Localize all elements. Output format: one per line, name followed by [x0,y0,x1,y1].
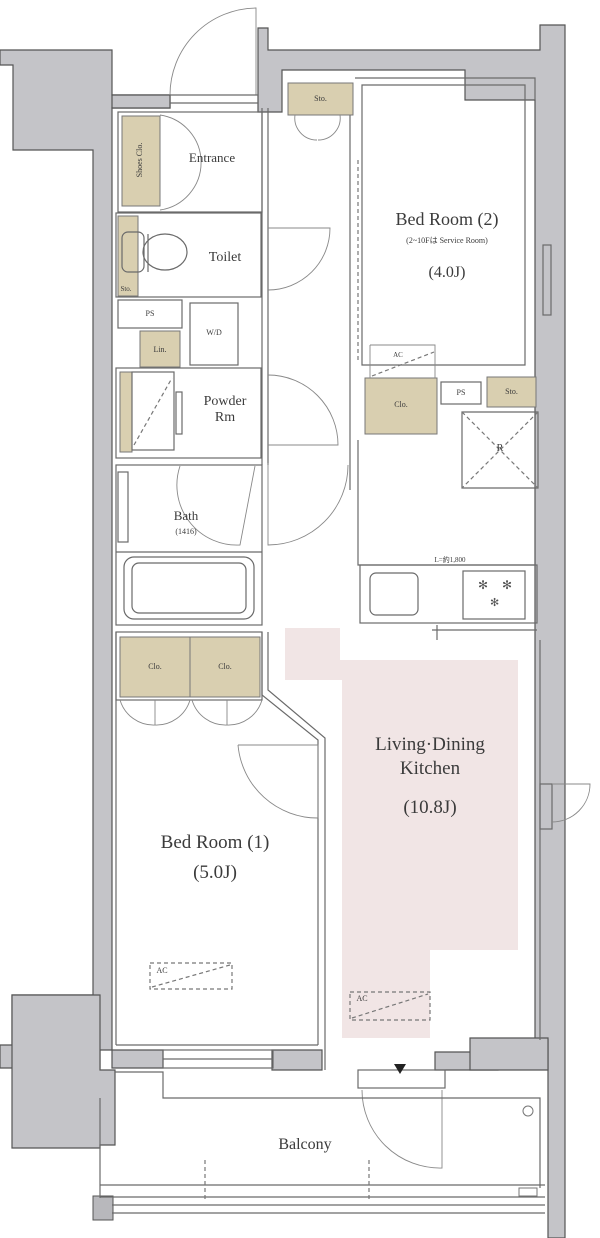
door-swing-icon [361,1089,443,1169]
bath-size-label: (1416) [175,527,197,536]
door-swing-icon [176,465,256,546]
ldk-size: (10.8J) [403,797,457,818]
entrance-label: Entrance [188,150,236,165]
closet [119,371,133,453]
door-swing-icon [169,7,257,96]
closet-bath-2-label: Clo. [218,662,232,671]
wd-label: W/D [206,328,222,337]
ps-right-label: PS [456,388,466,397]
door-swing-icon [267,463,349,546]
ps-left-label: PS [145,309,155,318]
refrigerator-label: R [496,443,504,454]
bath-label: Bath [173,508,199,523]
powder-room-label: Powder Rm [182,394,268,426]
door-swing-icon [267,227,331,291]
door-swing-icon [369,344,436,378]
bathtub-icon [123,556,255,620]
svg-text:✻: ✻ [490,597,499,609]
column-balcony [92,1195,114,1221]
closet [139,330,181,368]
closet [189,636,261,698]
shoes-closet-label: Shoes Clo. [135,142,144,178]
kitchen-counter [359,564,538,624]
ldk-label-line2: Kitchen [399,758,461,779]
linen-label: Lin. [153,345,167,354]
closet [364,377,438,435]
door-swing-icon [237,744,319,819]
svg-text:✻: ✻ [478,578,488,592]
closet [287,82,354,116]
door-swing-icon [294,114,341,141]
powder-room-line2: Rm [214,410,236,425]
ldk-highlight [285,628,518,1038]
toilet-storage-label: Sto. [120,285,132,293]
closet [121,115,161,207]
door-swing-icon [551,783,591,823]
toilet-fixture-icon [121,231,145,273]
wall-bottom-right-block [271,1049,323,1071]
closet [119,636,191,698]
kitchen-counter-label: L=約1,800 [434,556,466,564]
svg-text:✻: ✻ [502,578,512,592]
bedroom2-size: (4.0J) [428,264,466,281]
wall-bottom-mid [111,1049,164,1069]
powder-room-line1: Powder [203,394,247,409]
ldk-ac-label: AC [356,994,368,1003]
door-swing-icon [119,699,263,726]
storage-right-label: Sto. [505,387,518,396]
door-swing-icon [267,374,339,446]
closet-bath-1-label: Clo. [148,662,162,671]
wall-bottom-left [11,994,116,1149]
wall-left-top [111,94,171,109]
bedroom2-note: (2~10Fは Service Room) [406,236,488,245]
drain-circle-icon [522,1105,534,1117]
bedroom2-closet-label: Clo. [394,400,408,409]
balcony-label: Balcony [278,1136,332,1153]
toilet-label: Toilet [208,250,242,265]
storage-top-label: Sto. [314,94,327,103]
bedroom2-title: Bed Room (2) [395,209,499,229]
wall-top-right [257,24,566,1238]
stove-burner-icon [462,570,526,620]
closet [117,215,139,297]
closet [486,376,537,408]
bedroom2-ac-label: AC [393,351,403,359]
entry-arrow-icon [394,1064,406,1074]
ldk-label-line1: Living·Dining [375,734,485,755]
bedroom1-size: (5.0J) [193,862,237,883]
bedroom1-title: Bed Room (1) [160,832,270,853]
bedroom1-ac-label: AC [156,966,168,975]
wall-right-lower [469,1037,549,1071]
door-swing-icon [159,114,202,211]
sink-icon [369,572,419,616]
